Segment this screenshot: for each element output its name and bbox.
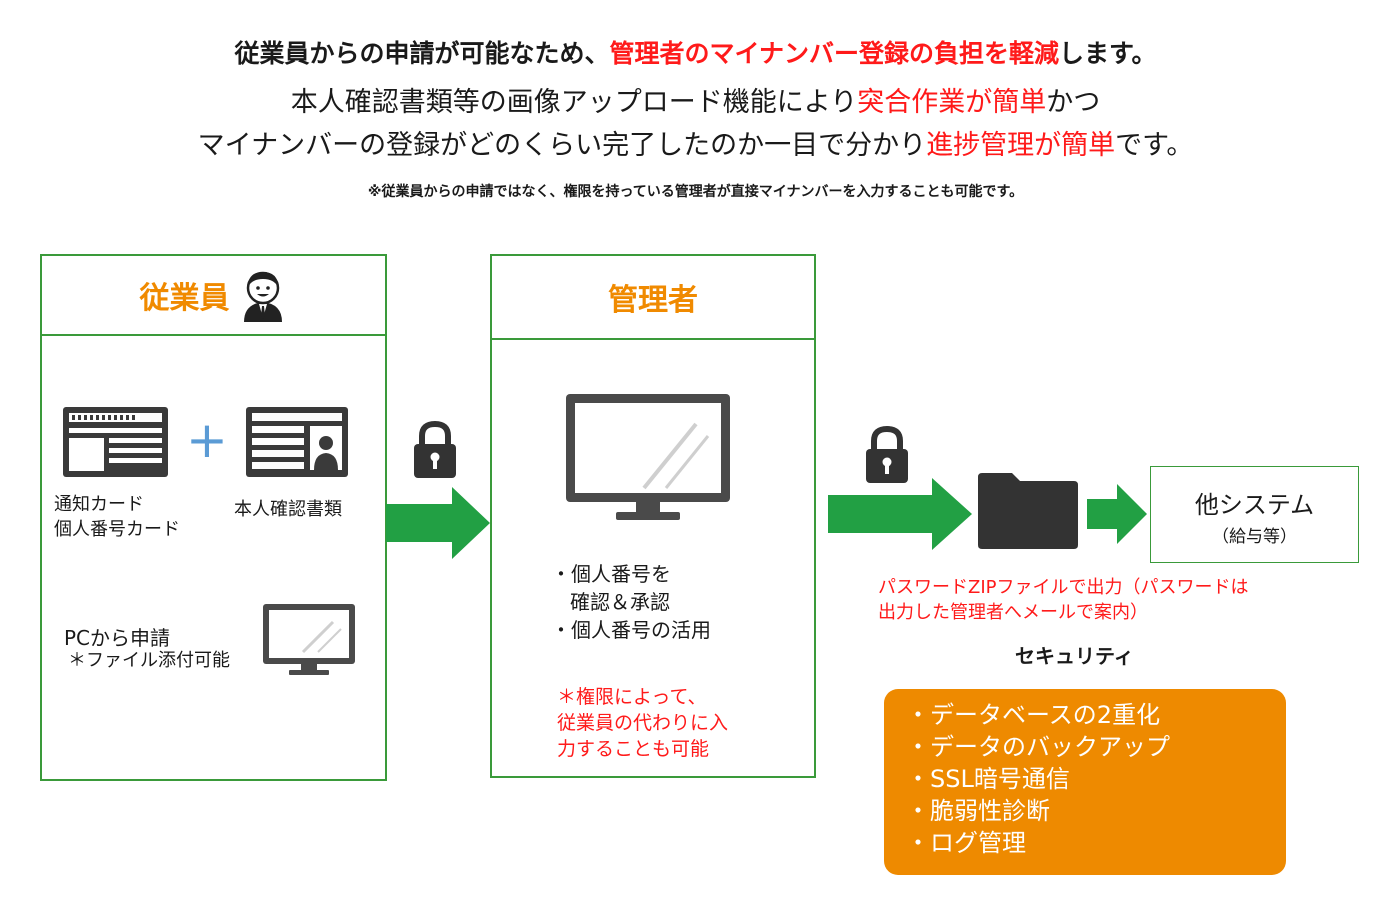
other-system-box: 他システム （給与等） xyxy=(1150,466,1359,563)
card2-label: 本人確認書類 xyxy=(234,499,342,520)
admin-note-line2: 従業員の代わりに入 xyxy=(557,712,729,734)
headline-3-text: マイナンバーの登録がどのくらい完了したのか一目で分かり xyxy=(197,130,927,161)
headline-1-suffix: します。 xyxy=(1059,39,1157,68)
headline-1-emphasis: 管理者のマイナンバー登録の負担を軽減 xyxy=(609,39,1059,68)
notification-card-icon xyxy=(63,407,168,477)
arrow-icon xyxy=(1087,484,1147,544)
zip-output-line1: パスワードZIPファイルで出力（パスワードは xyxy=(878,577,1249,598)
security-title: セキュリティ xyxy=(1015,644,1134,668)
zip-output-line2: 出力した管理者へメールで案内） xyxy=(878,602,1148,623)
security-item: ・データベースの2重化 xyxy=(906,701,1161,729)
headline-1-text: 従業員からの申請が可能なため、 xyxy=(234,39,610,68)
pc-apply-label: PCから申請 xyxy=(64,626,171,650)
admin-note-line3: 力することも可能 xyxy=(557,738,710,760)
headline-2: 本人確認書類等の画像アップロード機能により突合作業が簡単かつ xyxy=(0,80,1391,119)
arrow-icon xyxy=(828,478,972,550)
employee-panel: 従業員 xyxy=(40,254,387,781)
employee-title: 従業員 xyxy=(139,281,230,316)
id-document-icon xyxy=(246,407,348,477)
arrow-icon xyxy=(386,487,490,559)
admin-note-line1: ＊権限によって、 xyxy=(557,686,707,708)
pc-attach-label: ＊ファイル添付可能 xyxy=(68,650,230,671)
headline-1: 従業員からの申請が可能なため、管理者のマイナンバー登録の負担を軽減します。 xyxy=(0,34,1391,70)
security-item: ・データのバックアップ xyxy=(906,733,1170,761)
admin-panel-header: 管理者 xyxy=(492,256,814,340)
headline-3-suffix: です。 xyxy=(1115,130,1194,161)
card1-label-line2: 個人番号カード xyxy=(54,519,180,540)
card1-label-line1: 通知カード xyxy=(54,494,144,515)
headline-3-emphasis: 進捗管理が簡単 xyxy=(926,130,1116,161)
monitor-icon xyxy=(566,394,730,524)
admin-item-2: ・個人番号の活用 xyxy=(551,618,711,642)
admin-item-1-line2: 確認＆承認 xyxy=(570,590,670,614)
headline-2-emphasis: 突合作業が簡単 xyxy=(857,87,1047,118)
headline-3: マイナンバーの登録がどのくらい完了したのか一目で分かり進捗管理が簡単です。 xyxy=(0,123,1391,162)
security-item: ・脆弱性診断 xyxy=(906,797,1050,825)
headline-2-text: 本人確認書類等の画像アップロード機能により xyxy=(290,87,858,118)
zip-output-note: パスワードZIPファイルで出力（パスワードは 出力した管理者へメールで案内） xyxy=(878,575,1249,625)
admin-item-1: ・個人番号を 確認＆承認 ・個人番号の活用 xyxy=(551,560,711,644)
person-icon xyxy=(238,268,288,322)
other-system-sub: （給与等） xyxy=(1212,527,1297,547)
security-item: ・SSL暗号通信 xyxy=(906,765,1070,793)
employee-panel-header: 従業員 xyxy=(42,256,385,336)
folder-icon xyxy=(976,471,1080,551)
admin-title: 管理者 xyxy=(608,283,698,318)
admin-item-1-line1: ・個人番号を xyxy=(551,562,671,586)
lock-icon xyxy=(865,425,909,484)
header-note: ※従業員からの申請ではなく、権限を持っている管理者が直接マイナンバーを入力するこ… xyxy=(367,184,1024,200)
security-item: ・ログ管理 xyxy=(906,829,1026,857)
monitor-icon xyxy=(263,604,355,676)
admin-note: ＊権限によって、 従業員の代わりに入 力することも可能 xyxy=(557,684,728,762)
lock-icon xyxy=(413,420,457,479)
security-list: ・データベースの2重化 ・データのバックアップ ・SSL暗号通信 ・脆弱性診断 … xyxy=(884,689,1286,875)
plus-sign: + xyxy=(186,411,228,469)
other-system-title: 他システム xyxy=(1194,491,1315,519)
headline-2-suffix: かつ xyxy=(1046,87,1101,118)
